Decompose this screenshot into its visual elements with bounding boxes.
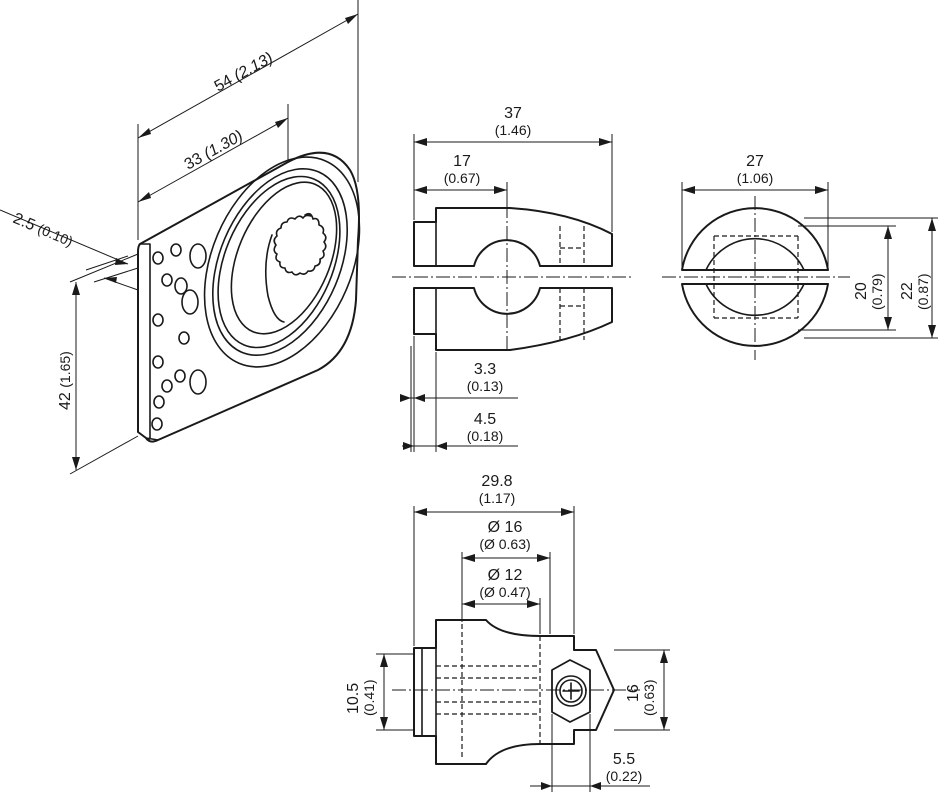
svg-text:(0.67): (0.67): [444, 170, 481, 186]
svg-text:(1.17): (1.17): [479, 490, 516, 506]
dim-37: 37 (1.46): [413, 105, 613, 232]
side-upper: [681, 207, 829, 271]
svg-text:20: 20: [853, 282, 870, 300]
svg-text:33 (1.30): 33 (1.30): [182, 128, 246, 174]
svg-text:10.5: 10.5: [345, 683, 362, 714]
boss-ring-inner: [217, 175, 341, 349]
clamp-upper: [413, 207, 613, 267]
top-flange: [421, 647, 437, 737]
dim-42: 42 (1.65): [57, 253, 139, 475]
dim-d12: Ø 12 (Ø 0.47): [462, 567, 541, 634]
dim-29-8: 29.8 (1.17): [413, 473, 575, 646]
svg-text:(1.06): (1.06): [737, 170, 774, 186]
side-view: 27 (1.06) 20 (0.79) 22 (0.87): [662, 153, 938, 360]
dim-22: 22 (0.87): [804, 217, 938, 339]
hole-bore: [264, 234, 285, 323]
hidden-bolt: [559, 226, 585, 340]
svg-text:54 (2.13): 54 (2.13): [212, 50, 276, 96]
svg-text:(1.46): (1.46): [495, 122, 532, 138]
svg-text:(0.79): (0.79): [869, 273, 885, 310]
clamp-lower: [413, 287, 613, 351]
top-hidden: [436, 624, 541, 758]
dim-4-5: 4.5 (0.18): [402, 352, 518, 452]
serrated-hole: [273, 212, 327, 276]
side-lower: [681, 283, 829, 347]
svg-text:4.5: 4.5: [474, 411, 496, 428]
svg-text:(0.13): (0.13): [467, 378, 504, 394]
dim-3-3: 3.3 (0.13): [400, 336, 518, 452]
svg-text:29.8: 29.8: [481, 473, 512, 490]
dim-20: 20 (0.79): [798, 225, 896, 331]
screw-cross: [562, 682, 580, 700]
plate-outline: [137, 151, 360, 443]
svg-text:(0.63): (0.63): [641, 679, 657, 716]
svg-text:(0.87): (0.87): [915, 273, 931, 310]
boss-face: [230, 181, 338, 335]
dim-17: 17 (0.67): [414, 153, 508, 204]
svg-text:2.5 (0.10): 2.5 (0.10): [10, 210, 75, 250]
svg-text:22: 22: [899, 282, 916, 300]
dim-27: 27 (1.06): [681, 153, 829, 268]
svg-text:(Ø 0.63): (Ø 0.63): [479, 536, 530, 552]
dim-2-5: 2.5 (0.10): [0, 209, 139, 291]
dim-d16: Ø 16 (Ø 0.63): [461, 519, 551, 634]
svg-text:37: 37: [504, 105, 522, 122]
dim-33: 33 (1.30): [137, 104, 289, 203]
boss-outer: [203, 156, 361, 368]
dim-10-5: 10.5 (0.41): [345, 653, 414, 731]
svg-text:42 (1.65): 42 (1.65): [57, 351, 74, 410]
plate-edge: [145, 437, 159, 441]
svg-text:5.5: 5.5: [613, 751, 635, 768]
svg-text:(0.18): (0.18): [467, 428, 504, 444]
svg-text:17: 17: [453, 153, 471, 170]
svg-text:(0.22): (0.22): [606, 768, 643, 784]
screw-head: [555, 675, 587, 707]
front-view: 37 (1.46) 17 (0.67) 3.3 (0.13): [392, 105, 634, 452]
screw-slot: [559, 679, 583, 703]
plate-holes: [151, 243, 207, 431]
boss-ring: [211, 167, 349, 357]
svg-text:Ø 16: Ø 16: [488, 519, 523, 536]
dim-16: 16 (0.63): [614, 649, 670, 731]
plate-front-face: [139, 243, 151, 439]
top-body: [413, 619, 615, 765]
svg-text:(Ø 0.47): (Ø 0.47): [479, 584, 530, 600]
svg-text:Ø 12: Ø 12: [488, 567, 523, 584]
dim-5-5: 5.5 (0.22): [530, 714, 650, 792]
dim-54: 54 (2.13): [137, 0, 359, 240]
svg-text:3.3: 3.3: [474, 361, 496, 378]
svg-text:(0.41): (0.41): [361, 679, 377, 716]
top-view: 29.8 (1.17) Ø 16 (Ø 0.63) Ø 12 (Ø 0.47): [345, 473, 670, 792]
isometric-view: 54 (2.13) 33 (1.30) 2.5 (0.10): [0, 0, 361, 475]
svg-text:16: 16: [625, 684, 642, 702]
svg-text:27: 27: [746, 153, 764, 170]
